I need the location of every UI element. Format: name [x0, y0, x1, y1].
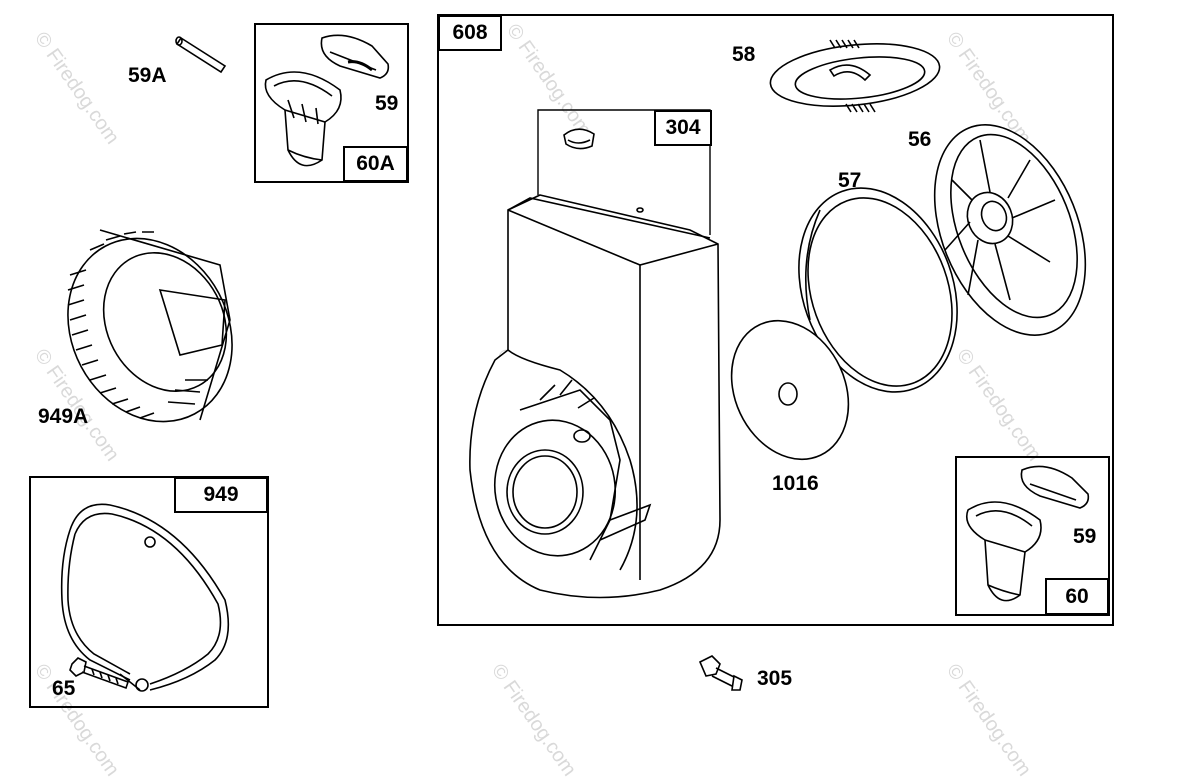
label-57: 57 [838, 169, 862, 192]
label-949A: 949A [38, 405, 89, 428]
label-608: 608 [438, 15, 502, 51]
box-60A-outline [254, 23, 409, 183]
leader-304 [537, 109, 711, 235]
label-1016: 1016 [772, 472, 819, 495]
label-59A: 59A [128, 64, 167, 87]
box-608-outline [437, 14, 1114, 626]
bracket-949 [60, 503, 230, 692]
pin-59A [175, 36, 227, 74]
screw-305 [698, 655, 743, 691]
label-56: 56 [908, 128, 932, 151]
label-59-right: 59 [1073, 525, 1097, 548]
label-65: 65 [52, 677, 76, 700]
label-304: 304 [654, 110, 712, 146]
handle-insert-59-right [1020, 465, 1090, 509]
label-305: 305 [757, 667, 793, 690]
handle-60 [966, 501, 1042, 602]
label-58: 58 [732, 43, 756, 66]
parts-diagram [29, 14, 1114, 708]
label-60A: 60A [343, 146, 408, 182]
spring-58 [769, 39, 941, 113]
disc-1016 [730, 319, 850, 461]
pulley-56 [933, 124, 1087, 336]
bolt-65 [69, 657, 130, 690]
handle-60A [264, 71, 342, 167]
cap-on-housing [563, 128, 595, 150]
rope-57 [798, 187, 958, 393]
blower-ring-949A [67, 229, 233, 423]
housing-304 [469, 194, 721, 599]
label-949: 949 [174, 477, 268, 513]
box-60-outline [955, 456, 1110, 616]
label-60: 60 [1045, 578, 1109, 615]
handle-insert-59-top [320, 34, 390, 79]
box-949-outline [29, 476, 269, 708]
label-59-top: 59 [375, 92, 399, 115]
